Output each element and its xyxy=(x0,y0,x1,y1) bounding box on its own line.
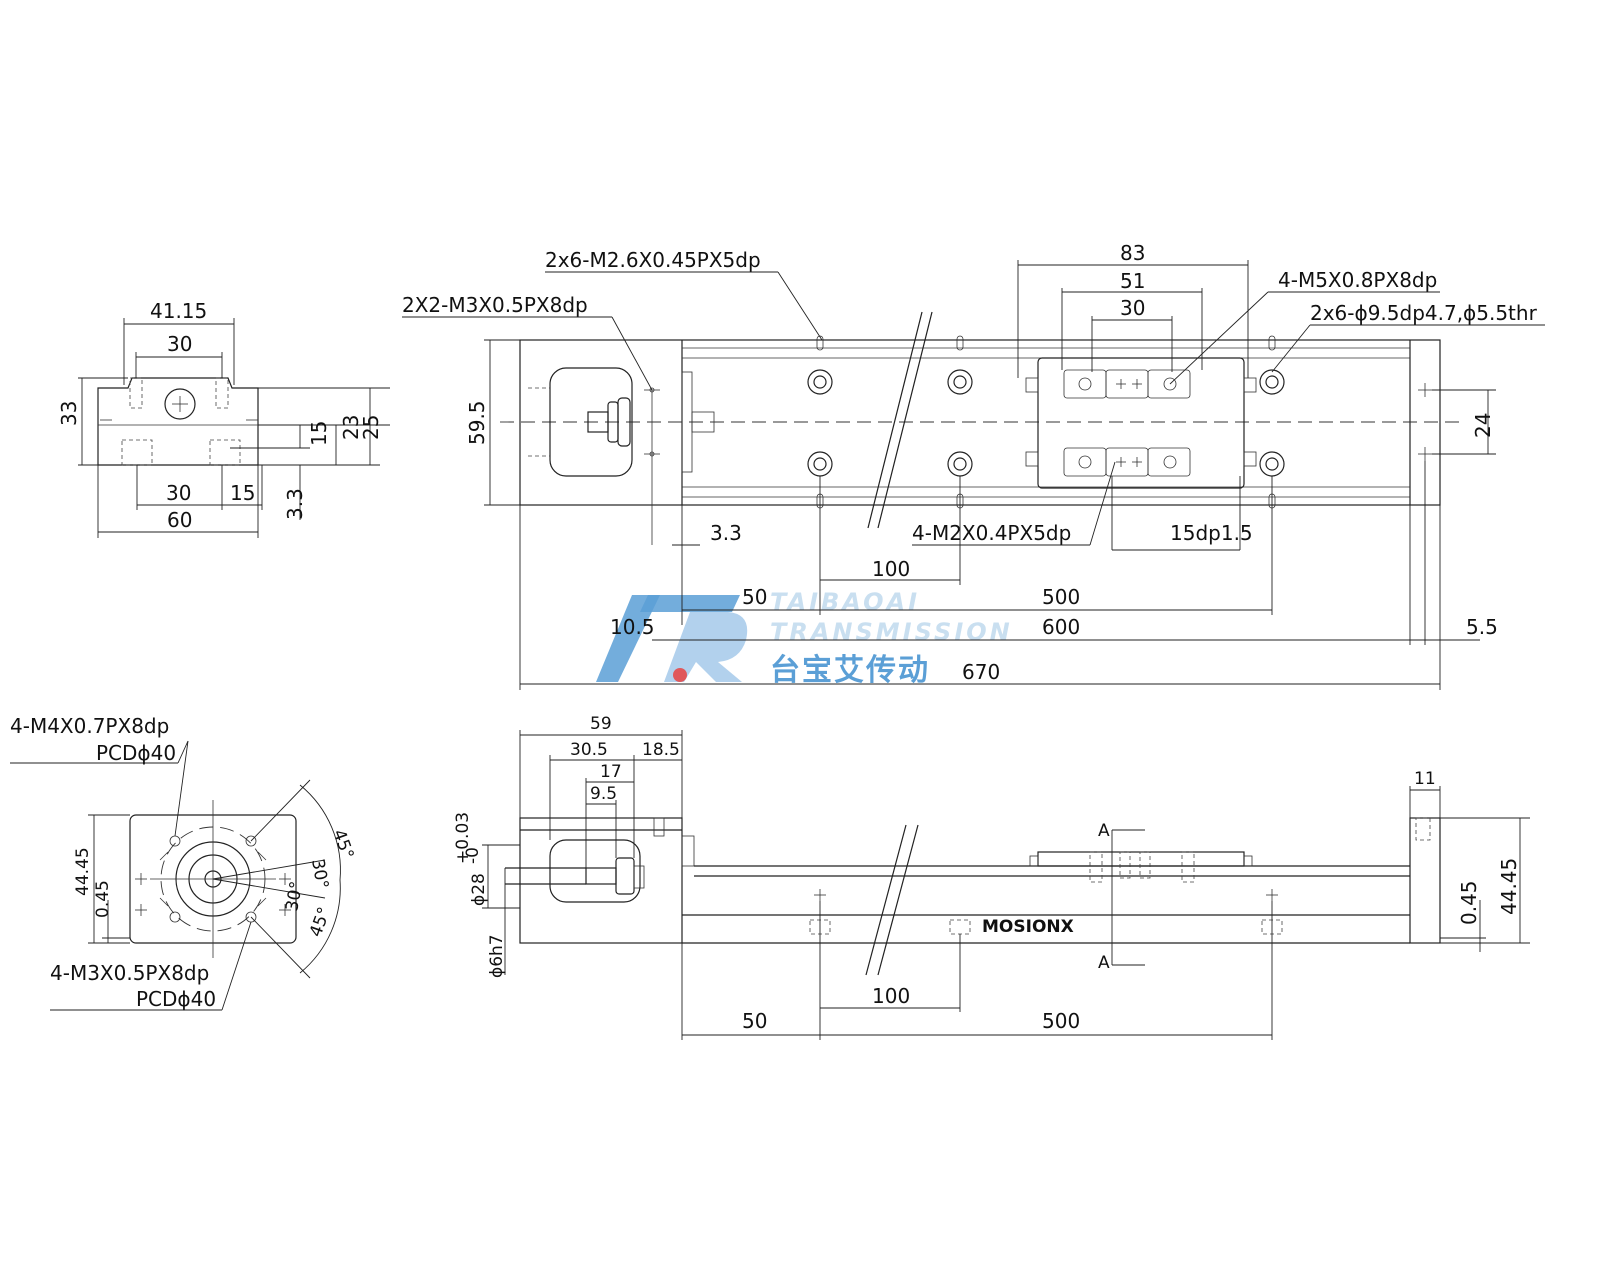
dim-11: 11 xyxy=(1414,769,1436,789)
dim-25: 25 xyxy=(359,415,383,440)
dim-670: 670 xyxy=(962,660,1000,684)
section-a-bottom: A xyxy=(1098,953,1110,973)
dim-0-45-front: 0.45 xyxy=(1457,880,1481,925)
angle-45-bottom: 45° xyxy=(306,905,335,940)
dim-18-5: 18.5 xyxy=(642,740,680,760)
front-view: MOSIONX A A 59 30.5 18.5 17 9.5 11 ϕ28 +… xyxy=(453,714,1530,1040)
dim-30-5: 30.5 xyxy=(570,740,608,760)
top-view: 2x6-M2.6X0.45PX5dp 2X2-M3X0.5PX8dp 4-M5X… xyxy=(402,241,1545,690)
dim-15-bottom: 15 xyxy=(230,481,255,505)
counterbore-holes xyxy=(807,369,1285,477)
dim-3-3-top: 3.3 xyxy=(710,521,742,545)
dim-phi-28: ϕ28 xyxy=(469,873,489,906)
dim-500-front: 500 xyxy=(1042,1009,1080,1033)
dim-30-carriage: 30 xyxy=(1120,296,1145,320)
angle-30-top: 30° xyxy=(307,857,332,890)
callout-m2-6: 2x6-M2.6X0.45PX5dp xyxy=(545,248,761,272)
callout-counterbore: 2x6-ϕ9.5dp4.7,ϕ5.5thr xyxy=(1310,301,1538,325)
dim-17: 17 xyxy=(600,762,622,782)
dim-24: 24 xyxy=(1471,413,1495,438)
dim-50-top: 50 xyxy=(742,585,767,609)
angle-30-bottom: 30° xyxy=(282,880,307,913)
callout-pcd-top: PCDϕ40 xyxy=(96,741,176,765)
dim-30-bottom: 30 xyxy=(166,481,191,505)
dim-9-5: 9.5 xyxy=(590,784,617,804)
brand-logo-text: MOSIONX xyxy=(982,917,1074,937)
watermark-en-2: TRANSMISSION xyxy=(770,618,1013,646)
dim-500-top: 500 xyxy=(1042,585,1080,609)
dim-33: 33 xyxy=(57,401,81,426)
callout-m3-flange: 4-M3X0.5PX8dp xyxy=(50,961,209,985)
dim-0-45-flange: 0.45 xyxy=(93,880,113,918)
dim-50-front: 50 xyxy=(742,1009,767,1033)
dim-phi-28-tol-up: +0.03 xyxy=(453,812,473,864)
callout-m5: 4-M5X0.8PX8dp xyxy=(1278,268,1437,292)
dim-51: 51 xyxy=(1120,269,1145,293)
callout-pcd-bottom: PCDϕ40 xyxy=(136,987,216,1011)
callout-m3: 2X2-M3X0.5PX8dp xyxy=(402,293,588,317)
watermark: TAIBAOAI TRANSMISSION 台宝艾传动 xyxy=(596,588,1013,688)
callout-m2: 4-M2X0.4PX5dp xyxy=(912,521,1071,545)
callout-15dp1-5: 15dp1.5 xyxy=(1170,521,1253,545)
dim-10-5: 10.5 xyxy=(610,615,655,639)
dim-5-5: 5.5 xyxy=(1466,615,1498,639)
callout-m4: 4-M4X0.7PX8dp xyxy=(10,714,169,738)
dim-600: 600 xyxy=(1042,615,1080,639)
dim-100-front: 100 xyxy=(872,984,910,1008)
watermark-cn: 台宝艾传动 xyxy=(770,653,930,688)
dim-83: 83 xyxy=(1120,241,1145,265)
dim-15-h: 15 xyxy=(307,421,331,446)
dim-phi-6h7: ϕ6h7 xyxy=(487,934,507,978)
dim-100-top: 100 xyxy=(872,557,910,581)
dim-44-45-flange: 44.45 xyxy=(73,847,93,896)
angle-45-top: 45° xyxy=(328,827,357,862)
dim-59-5: 59.5 xyxy=(465,400,489,445)
motor-flange-view: 45° 30° 30° 45° 4-M4X0.7PX8dp PCDϕ40 4-M… xyxy=(10,714,357,1011)
dim-23: 23 xyxy=(339,415,363,440)
section-a-top: A xyxy=(1098,821,1110,841)
dim-44-45-front: 44.45 xyxy=(1497,858,1521,915)
watermark-logo xyxy=(596,595,748,682)
dim-30-top: 30 xyxy=(167,332,192,356)
dim-phi-28-tol-lo: -0 xyxy=(463,847,483,864)
dim-59: 59 xyxy=(590,714,612,734)
dim-3-3-side: 3.3 xyxy=(283,488,307,520)
side-view: 41.15 30 33 15 23 25 30 15 3.3 60 xyxy=(57,299,390,538)
dim-41-15: 41.15 xyxy=(150,299,207,323)
dim-60: 60 xyxy=(167,508,192,532)
watermark-en-1: TAIBAOAI xyxy=(770,588,920,616)
